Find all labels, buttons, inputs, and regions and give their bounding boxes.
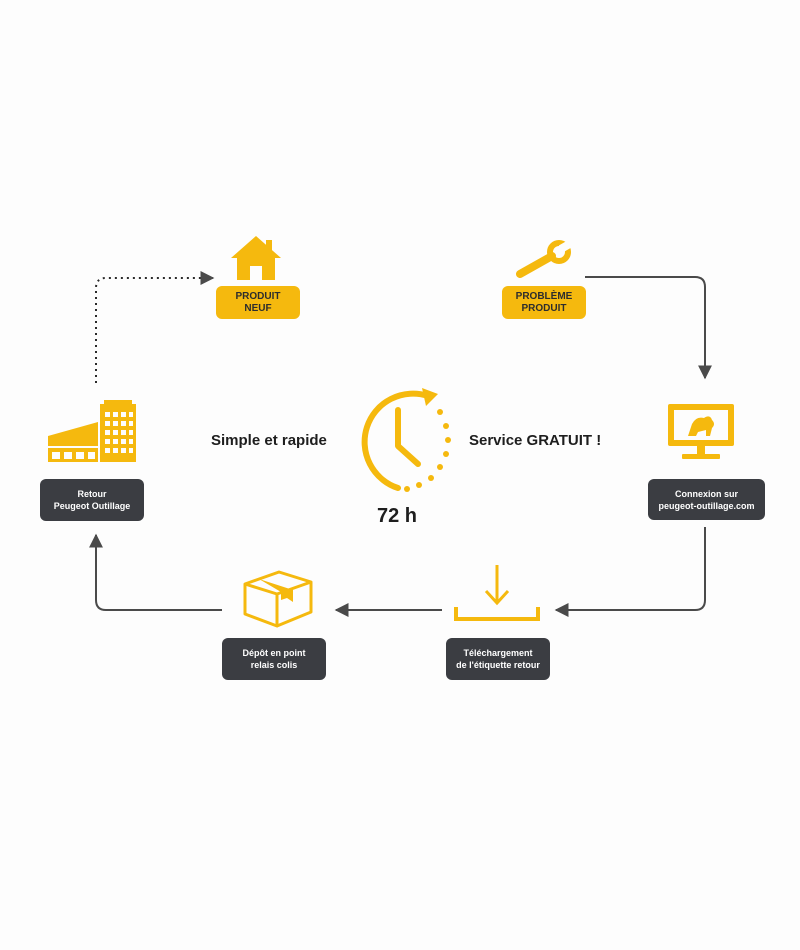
free-service-text: Service GRATUIT !: [469, 432, 602, 449]
label-problem-line1: PROBLÈME: [515, 290, 573, 302]
label-download: Téléchargement de l'étiquette retour: [446, 638, 550, 680]
label-dropoff-line1: Dépôt en point: [242, 648, 306, 658]
label-connect: Connexion sur peugeot-outillage.com: [648, 479, 765, 520]
label-new-product-line1: PRODUIT: [235, 290, 281, 302]
label-return-line1: Retour: [77, 489, 107, 499]
arrow-dropoff-to-return: [89, 533, 222, 611]
wrench-icon: [516, 240, 574, 278]
label-download-line2: de l'étiquette retour: [456, 660, 540, 670]
arrow-return-to-new-product: [95, 271, 215, 383]
monitor-lion-icon: [668, 404, 734, 459]
label-return-line2: Peugeot Outillage: [53, 501, 131, 511]
arrow-problem-to-connect: [585, 276, 712, 380]
simple-fast-text: Simple et rapide: [211, 432, 327, 449]
download-tray-icon: [454, 565, 540, 621]
label-connect-line1: Connexion sur: [674, 488, 738, 499]
label-new-product-line2: NEUF: [244, 302, 272, 314]
label-new-product: PRODUIT NEUF: [216, 286, 300, 319]
duration-text: 72 h: [377, 505, 418, 527]
label-problem: PROBLÈME PRODUIT: [502, 286, 586, 319]
label-problem-line2: PRODUIT: [521, 302, 567, 314]
label-connect-line2: peugeot-outillage.com: [658, 500, 755, 511]
factory-building-icon: [48, 400, 136, 462]
label-dropoff: Dépôt en point relais colis: [222, 638, 326, 680]
label-download-line1: Téléchargement: [463, 648, 533, 658]
label-return: Retour Peugeot Outillage: [40, 479, 144, 521]
parcel-box-icon: [243, 570, 313, 628]
arrow-connect-to-download: [554, 527, 706, 617]
clock-icon: [361, 388, 451, 492]
label-dropoff-line2: relais colis: [250, 660, 298, 670]
house-icon: [231, 236, 281, 280]
